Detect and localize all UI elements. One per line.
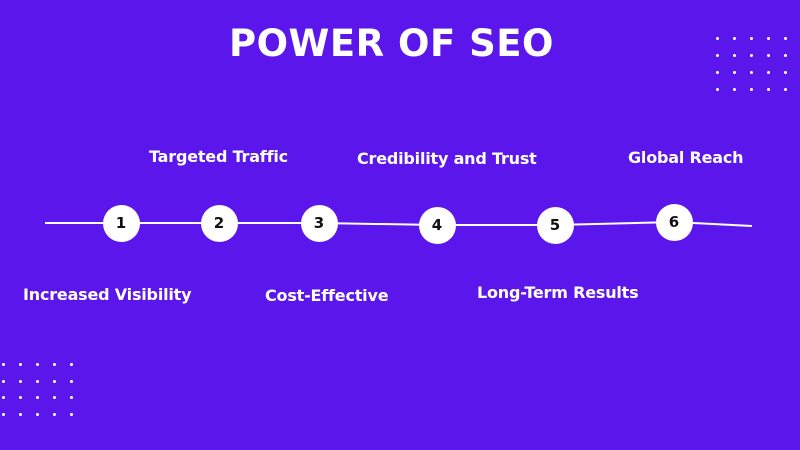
- step-label-4: Credibility and Trust: [357, 149, 537, 168]
- step-label-2: Targeted Traffic: [149, 147, 288, 166]
- decorative-dot: [716, 54, 719, 57]
- step-node-2: 2: [200, 204, 238, 242]
- decorative-dot: [716, 71, 719, 74]
- decorative-dot: [19, 396, 22, 399]
- decorative-dot: [53, 412, 56, 416]
- decorative-dot: [750, 88, 753, 91]
- decorative-dot: [784, 71, 787, 74]
- step-label-5: Long-Term Results: [477, 283, 639, 302]
- decorative-dot: [2, 412, 5, 416]
- step-label-3: Cost-Effective: [265, 286, 389, 305]
- step-node-3: 3: [300, 204, 338, 242]
- step-node-4: 4: [418, 206, 456, 244]
- decorative-dot: [716, 37, 719, 40]
- decorative-dot: [750, 54, 753, 57]
- decorative-dot: [53, 379, 56, 383]
- decorative-dot: [733, 54, 736, 57]
- decorative-dot: [733, 37, 736, 40]
- decorative-dot: [70, 412, 73, 416]
- decorative-dot: [767, 71, 770, 74]
- decorative-dot: [19, 363, 22, 366]
- step-label-6: Global Reach: [628, 148, 744, 167]
- decorative-dot: [750, 37, 753, 40]
- step-node-5: 5: [536, 206, 574, 244]
- step-node-6: 6: [655, 203, 693, 241]
- decorative-dot-grid-top-right: [716, 37, 787, 91]
- decorative-dot: [784, 37, 787, 40]
- decorative-dot: [2, 379, 5, 383]
- decorative-dot: [784, 54, 787, 57]
- decorative-dot: [733, 71, 736, 74]
- decorative-dot: [53, 396, 56, 399]
- timeline-line-segment: [121, 222, 220, 224]
- decorative-dot: [53, 363, 56, 366]
- decorative-dot: [767, 54, 770, 57]
- step-label-1: Increased Visibility: [23, 285, 192, 304]
- decorative-dot: [70, 363, 73, 366]
- decorative-dot: [2, 396, 5, 399]
- decorative-dot: [36, 396, 39, 399]
- decorative-dot: [70, 396, 73, 399]
- timeline-line-segment: [437, 224, 556, 226]
- decorative-dot: [716, 88, 719, 91]
- step-node-1: 1: [102, 204, 140, 242]
- decorative-dot: [19, 379, 22, 383]
- decorative-dot: [750, 71, 753, 74]
- decorative-dot-grid-bottom-left: [2, 363, 73, 416]
- timeline-line-segment: [219, 222, 320, 224]
- decorative-dot: [2, 363, 5, 366]
- timeline-line-segment: [45, 222, 122, 224]
- decorative-dot: [36, 363, 39, 366]
- decorative-dot: [784, 88, 787, 91]
- decorative-dot: [36, 379, 39, 383]
- decorative-dot: [767, 88, 770, 91]
- decorative-dot: [767, 37, 770, 40]
- decorative-dot: [36, 412, 39, 416]
- decorative-dot: [19, 412, 22, 416]
- decorative-dot: [70, 379, 73, 383]
- decorative-dot: [733, 88, 736, 91]
- slide-title: POWER OF SEO: [228, 22, 555, 65]
